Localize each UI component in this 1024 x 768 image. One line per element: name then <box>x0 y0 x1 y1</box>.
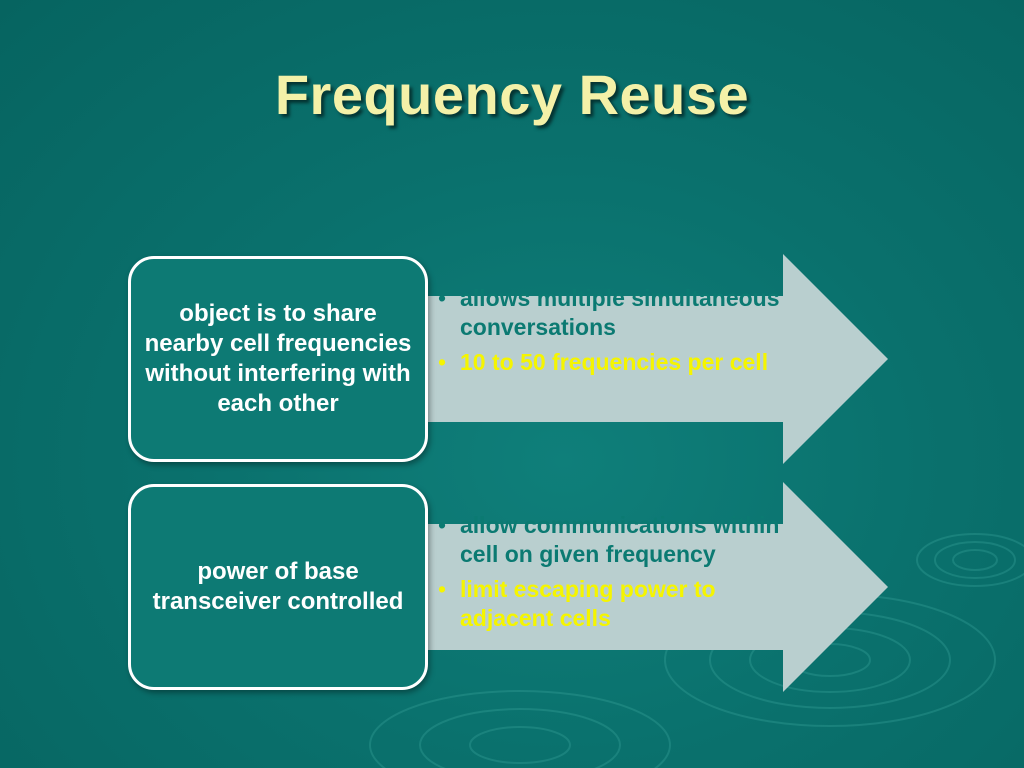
bullet-list: allows multiple simultaneous conversatio… <box>436 284 796 383</box>
bullet-item-highlight: 10 to 50 frequencies per cell <box>436 348 796 377</box>
bullet-list: allow communications within cell on give… <box>436 511 796 639</box>
bullet-item: allows multiple simultaneous conversatio… <box>436 284 796 342</box>
slide-title: Frequency Reuse <box>274 63 750 126</box>
concept-box: power of base transceiver controlled <box>128 484 428 690</box>
bullet-item: allow communications within cell on give… <box>436 511 796 569</box>
concept-text: object is to share nearby cell frequenci… <box>144 300 412 417</box>
concept-box: object is to share nearby cell frequenci… <box>128 256 428 462</box>
bullet-item-highlight: limit escaping power to adjacent cells <box>436 575 796 633</box>
concept-text: power of base transceiver controlled <box>152 558 404 615</box>
